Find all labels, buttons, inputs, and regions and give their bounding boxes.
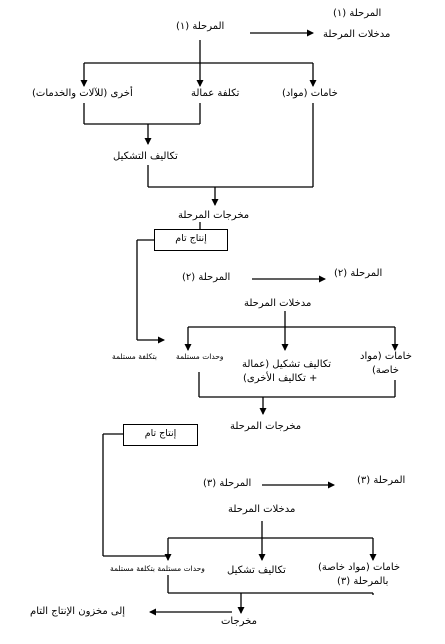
stage2-finished-box: إنتاج تام <box>123 424 198 446</box>
stage2-raw-line1: خامات (مواد <box>360 351 412 362</box>
stage1-outputs: مخرجات المرحلة <box>178 210 250 221</box>
stage3-header-left: المرحلة (٣) <box>203 478 252 489</box>
stage2-raw-line2: خاصة) <box>372 365 399 376</box>
stage3-inputs-label: مدخلات المرحلة <box>228 504 296 515</box>
stage1-header-left: المرحلة (١) <box>176 21 225 32</box>
stage3-conversion-costs: تكاليف تشكيل <box>227 565 286 576</box>
to-finished-inventory: إلى مخزون الإنتاج التام <box>30 606 126 617</box>
stage1-raw-materials: خامات (مواد) <box>282 88 338 99</box>
stage1-labor-cost: تكلفة عمالة <box>191 88 240 99</box>
stage3-raw-line2: بالمرحلة (٣) <box>337 576 389 587</box>
stage1-conversion-costs: تكاليف التشكيل <box>113 151 178 162</box>
stage1-inputs-label: مدخلات المرحلة <box>323 29 391 40</box>
stage2-units-received: وحدات مستلمة <box>176 352 224 361</box>
stage2-header-right: المرحلة (٢) <box>334 268 383 279</box>
stage3-outputs: مخرجات <box>221 616 257 627</box>
stage2-inputs-label: مدخلات المرحلة <box>244 298 312 309</box>
stage1-finished-box: إنتاج تام <box>154 229 228 251</box>
stage2-outputs: مخرجات المرحلة <box>230 421 302 432</box>
stage2-header-left: المرحلة (٢) <box>182 272 231 283</box>
stage2-conversion-line1: تكاليف تشكيل (عمالة <box>242 359 332 370</box>
stage3-raw-line1: خامات (مواد خاصة) <box>318 562 401 573</box>
stage2-units-cost: بتكلفة مستلمة <box>112 352 157 361</box>
stage1-other-costs: أخرى (للآلات والخدمات) <box>32 88 133 99</box>
stage3-header-right: المرحلة (٣) <box>357 475 406 486</box>
stage1-header-right: المرحلة (١) <box>333 8 382 19</box>
stage2-conversion-line2: + تكاليف الأخرى) <box>243 373 318 384</box>
stage3-units-received: وحدات مستلمة بتكلفة مستلمة <box>110 564 205 573</box>
